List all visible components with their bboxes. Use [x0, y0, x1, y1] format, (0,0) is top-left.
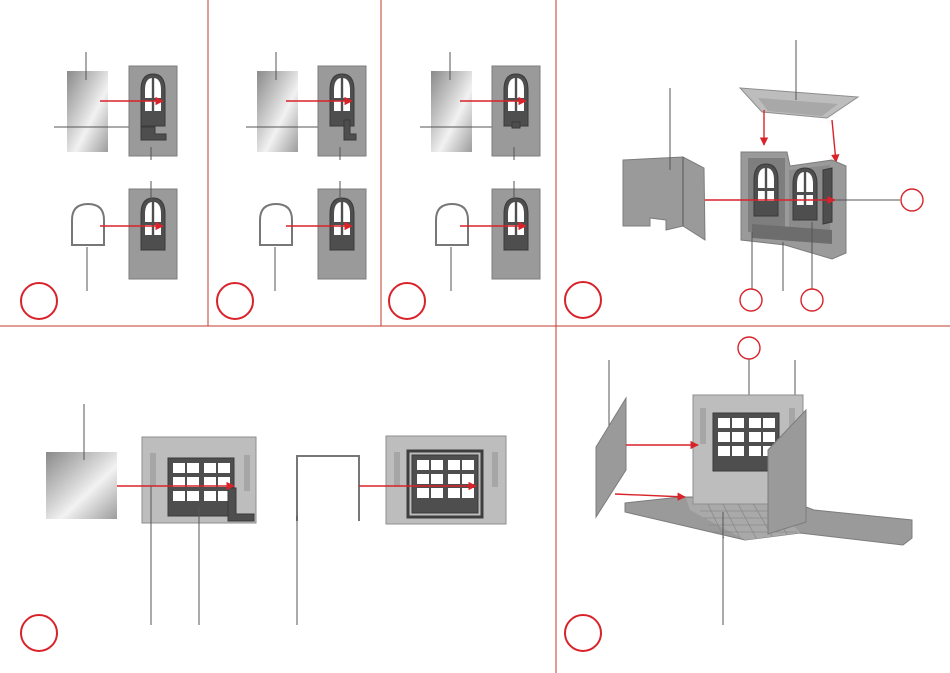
callout-b — [740, 289, 762, 311]
glass-pane — [257, 71, 298, 152]
step-number-circle — [21, 615, 57, 651]
panel-step-5 — [21, 404, 506, 651]
panel-step-1 — [21, 52, 177, 319]
glass-pane — [67, 71, 108, 152]
panel-step-2 — [217, 52, 366, 319]
glass-pane-square — [46, 452, 117, 519]
step-number-circle — [217, 283, 253, 319]
step-number-circle — [565, 615, 601, 651]
window-frame-outline — [72, 204, 104, 245]
glass-pane — [431, 71, 472, 152]
side-wall-folded — [623, 157, 705, 240]
left-wall-loose — [596, 398, 626, 517]
window-frame-outline-square — [297, 456, 359, 521]
step-number-circle — [565, 282, 601, 318]
panel-step-3 — [389, 52, 540, 319]
panel-step-4 — [565, 40, 923, 318]
callout-a — [901, 189, 923, 211]
panel-step-6 — [565, 337, 912, 651]
callout-c — [801, 289, 823, 311]
callout-top — [738, 337, 760, 359]
step-number-circle — [389, 283, 425, 319]
window-frame-outline — [260, 204, 292, 245]
window-frame-outline — [436, 204, 468, 245]
step-number-circle — [21, 283, 57, 319]
